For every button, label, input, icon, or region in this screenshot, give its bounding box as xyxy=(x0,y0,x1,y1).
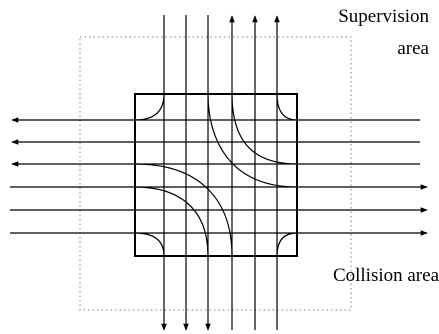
turn-top-left xyxy=(134,93,165,121)
supervision-area-label-line2: area xyxy=(397,38,429,59)
turn-top-right xyxy=(276,93,298,121)
left-turn-east-to-north xyxy=(231,93,298,165)
left-turn-west-to-south xyxy=(134,186,209,257)
left-turn-south-to-east xyxy=(207,93,298,188)
eastbound-lanes xyxy=(10,184,428,236)
supervision-area-border xyxy=(79,36,352,311)
left-turn-north-to-west xyxy=(134,163,233,257)
turn-bottom-left xyxy=(134,232,165,257)
right-turn-curves xyxy=(134,93,298,257)
collision-area-label: Collision area xyxy=(332,265,439,286)
supervision-area-label-line1: Supervision xyxy=(338,6,429,27)
northbound-lanes xyxy=(229,15,280,330)
southbound-lanes xyxy=(161,15,211,331)
turn-bottom-right xyxy=(276,232,298,257)
left-turn-curves xyxy=(134,93,298,257)
westbound-lanes xyxy=(11,117,420,167)
collision-area-border xyxy=(134,93,298,257)
